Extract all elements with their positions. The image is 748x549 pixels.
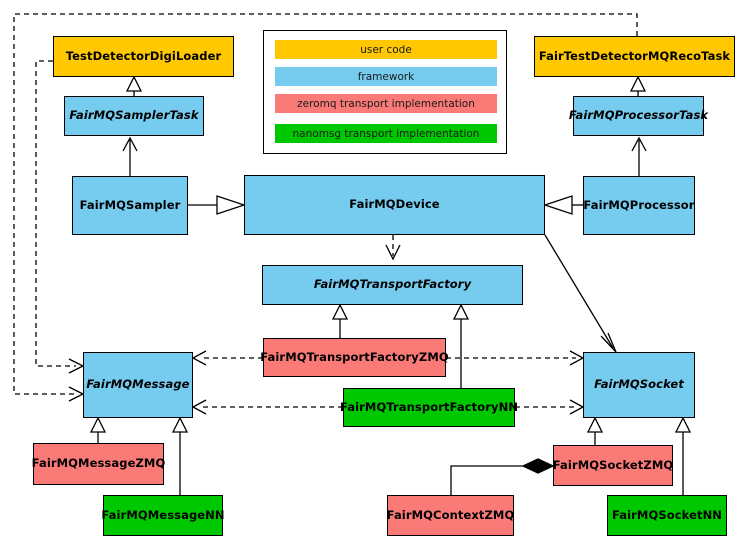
edge-contextzmq-to-socketzmq — [450, 458, 555, 495]
node-fairmq-socket[interactable]: FairMQSocket — [583, 352, 695, 418]
edge-processor-to-device — [542, 195, 583, 215]
node-test-detector-digi-loader[interactable]: TestDetectorDigiLoader — [53, 36, 234, 77]
node-fairmq-sampler[interactable]: FairMQSampler — [72, 176, 188, 235]
node-fairmq-device[interactable]: FairMQDevice — [244, 175, 545, 235]
node-fairmq-processor-task[interactable]: FairMQProcessorTask — [569, 96, 708, 136]
node-fairmq-sampler-task[interactable]: FairMQSamplerTask — [64, 96, 204, 136]
edge-device-to-socket — [544, 234, 617, 353]
node-fairmq-context-zmq[interactable]: FairMQContextZMQ — [387, 495, 514, 536]
node-fair-test-detector-mq-reco-task[interactable]: FairTestDetectorMQRecoTask — [534, 36, 735, 77]
edge-sampler-to-samplertask — [122, 136, 138, 176]
node-fairmq-processor[interactable]: FairMQProcessor — [583, 176, 695, 235]
legend-item-nanomsg: nanomsg transport implementation — [275, 124, 497, 143]
edge-tfzmq-to-socket — [446, 350, 585, 366]
legend-item-user-code: user code — [275, 40, 497, 59]
edge-samplertask-to-digiloader — [125, 75, 143, 96]
edge-sampler-to-device — [188, 195, 247, 215]
node-fairmq-transport-factory-nn[interactable]: FairMQTransportFactoryNN — [340, 388, 518, 427]
node-fairmq-message-nn[interactable]: FairMQMessageNN — [101, 495, 225, 536]
edge-tfnn-to-message — [191, 399, 343, 415]
edge-device-to-transportfactory — [385, 235, 401, 261]
edge-messagezmq-to-message — [89, 416, 107, 443]
legend-item-zeromq: zeromq transport implementation — [275, 94, 497, 113]
node-fairmq-transport-factory-zmq[interactable]: FairMQTransportFactoryZMQ — [260, 338, 449, 377]
node-fairmq-message-zmq[interactable]: FairMQMessageZMQ — [32, 443, 165, 485]
node-fairmq-socket-nn[interactable]: FairMQSocketNN — [607, 495, 727, 536]
edge-tfzmq-to-message — [191, 350, 263, 366]
legend-panel: user code framework zeromq transport imp… — [263, 30, 507, 154]
node-fairmq-socket-zmq[interactable]: FairMQSocketZMQ — [553, 445, 673, 486]
edge-tfnn-to-socket — [515, 399, 585, 415]
edge-processor-to-processortask — [631, 136, 647, 176]
edge-socketnn-to-socket — [674, 416, 692, 495]
edge-messagenn-to-message — [171, 416, 189, 495]
edge-processortask-to-recotask — [629, 75, 647, 96]
edge-socketzmq-to-socket — [586, 416, 604, 445]
node-fairmq-message[interactable]: FairMQMessage — [83, 352, 193, 418]
node-fairmq-transport-factory[interactable]: FairMQTransportFactory — [262, 265, 523, 305]
edge-tfzmq-to-transportfactory — [331, 303, 349, 338]
edge-tfnn-to-transportfactory — [452, 303, 470, 388]
legend-item-framework: framework — [275, 67, 497, 86]
